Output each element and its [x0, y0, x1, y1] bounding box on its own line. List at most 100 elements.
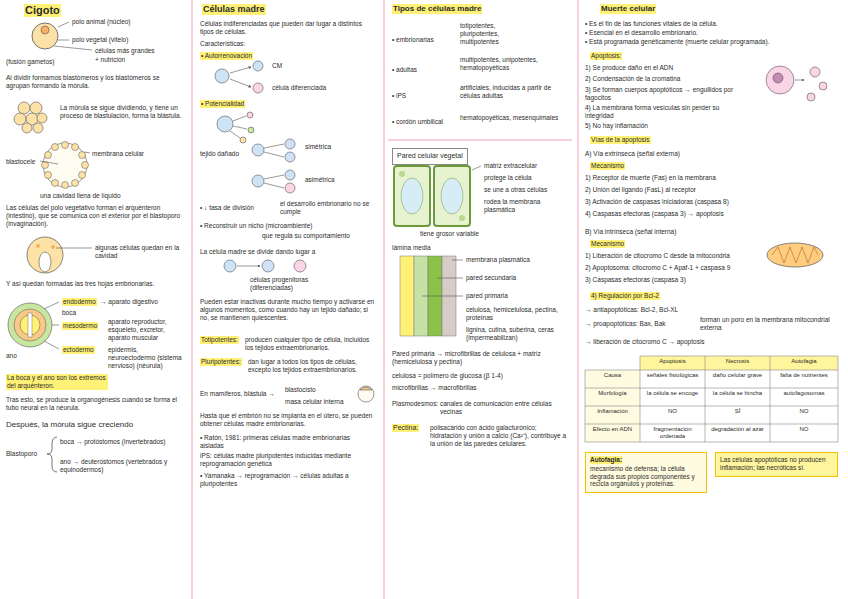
table-cell: la célula se encoge	[642, 390, 703, 397]
highlighted-term: mesodermo	[62, 322, 98, 330]
note-text: celulosa = polímero de glucosa (β 1-4)	[392, 372, 503, 380]
highlighted-term: Pluripotentes:	[200, 358, 242, 366]
note-text: celulosa, hemicelulosa, pectina, proteín…	[466, 306, 566, 322]
table-cell: Causa	[587, 372, 638, 379]
box-body: mecanismo de defensa; la célula degrada …	[590, 465, 702, 488]
note-text: 3) Se forman cuerpos apoptóticos → engul…	[585, 86, 745, 102]
note-text: Pueden estar inactivas durante mucho tie…	[200, 298, 375, 321]
comparison-table-grid	[585, 356, 838, 442]
note-text: iPS: células madre pluripotentes inducid…	[200, 452, 375, 468]
table-cell: Inflamación	[587, 408, 638, 415]
note-text: 1) Receptor de muerte (Fas) en la membra…	[585, 174, 716, 182]
note-text: • Es el fin de las funciones vitales de …	[585, 20, 718, 28]
table-cell: fragmentación ordenada	[642, 426, 703, 440]
note-text: 2) Unión del ligando (FasL) al receptor	[585, 186, 696, 194]
table-cell: SÍ	[707, 408, 768, 415]
highlighted-term: ectodermo	[62, 346, 95, 354]
note-text: membrana plasmática	[466, 256, 530, 264]
note-text: • iPS	[392, 92, 406, 100]
table-cell: degradación al azar	[707, 426, 768, 433]
section-box: Pared celular vegetal	[392, 148, 468, 165]
wall-layers-figure	[400, 256, 463, 336]
division-figure	[252, 139, 295, 193]
note-text: → antiapoptóticas: Bcl-2, Bcl-XL	[585, 306, 678, 314]
table-cell: autofagosomas	[772, 390, 836, 397]
progenitor-figure	[224, 260, 306, 272]
note-text: 1) Liberación de citocromo C desde la mi…	[585, 252, 730, 260]
highlighted-term: endodermo	[62, 298, 97, 306]
section-divider	[388, 139, 572, 141]
note-text: matriz extracelular	[484, 162, 537, 170]
column-divider	[192, 0, 578, 599]
note-text: célula diferenciada	[272, 84, 326, 92]
table-cell: NO	[772, 408, 836, 415]
table-cell: Efecto en ADN	[587, 426, 638, 433]
highlighted-term: Pectina:	[392, 424, 419, 432]
note-text: En mamíferos, blástula →	[200, 390, 275, 398]
table-cell: la célula se hincha	[707, 390, 768, 397]
note-text: Al dividir formamos blastómeros y los bl…	[6, 74, 184, 90]
note-text: Características:	[200, 40, 245, 48]
note-text: pared primaria	[466, 292, 508, 300]
note-text: polo vegetal (vitelo)	[72, 36, 128, 44]
note-text: 4) Caspasas efectoras (caspasa 3) → apop…	[585, 210, 724, 218]
note-text: simétrica	[305, 143, 331, 151]
highlighted-term: Totipotentes:	[200, 336, 239, 344]
note-text: Plasmodesmos:	[392, 400, 438, 408]
note-text: 2) Apoptosoma: citocromo C + Apaf-1 + ca…	[585, 264, 730, 272]
box-heading: Pared celular vegetal	[397, 152, 463, 160]
note-text: tejido dañado	[200, 150, 245, 158]
self-renewal-figure	[215, 61, 263, 93]
note-text: 2) Condensación de la cromatina	[585, 75, 680, 83]
note-text: producen cualquier tipo de célula, inclu…	[245, 336, 375, 352]
highlighted-term: Muerte celular	[600, 4, 656, 14]
note-text: 3) Caspasas efectoras (caspasa 3)	[585, 276, 686, 284]
note-text: Pared primaria → microfibrillas de celul…	[392, 350, 567, 366]
highlighted-term: • Autorrenovación	[200, 52, 253, 60]
note-text: • Esencial en el desarrollo embrionario.	[585, 29, 698, 37]
note-text: Células indiferenciadas que pueden dar l…	[200, 20, 375, 36]
highlighted-term: Células madre	[202, 4, 266, 15]
note-text: Y así quedan formadas las tres hojas emb…	[6, 280, 184, 288]
note-text: • cordón umbilical	[392, 118, 443, 126]
note-text: → aparato digestivo	[100, 298, 158, 306]
note-text: • adultas	[392, 66, 417, 74]
highlighted-term: La boca y el ano son los extremos del ar…	[6, 374, 108, 390]
table-cell: señales fisiológicas	[642, 372, 703, 379]
highlighted-term: 4) Regulación por Bcl-2	[590, 292, 660, 300]
highlighted-term: Mecanismo	[590, 162, 625, 170]
note-box: Autofagia:mecanismo de defensa; la célul…	[585, 452, 707, 493]
gastrula-figure	[27, 237, 92, 273]
table-cell: falta de nutrientes	[772, 372, 836, 379]
highlighted-term: Apoptosis:	[590, 52, 622, 60]
note-text: • Yamanaka → reprogramación → células ad…	[200, 472, 375, 488]
note-text: Tras esto, se produce la organogénesis c…	[6, 396, 184, 412]
note-text: La mórula se sigue dividiendo, y tiene u…	[60, 104, 185, 120]
note-text: • Reconstruir un nicho (microambiente)	[200, 222, 312, 230]
note-text: una cavidad llena de líquido	[40, 192, 121, 200]
note-text: Las células del polo vegetativo forman e…	[6, 204, 184, 227]
note-text: aparato reproductor, esqueleto, excretor…	[108, 318, 186, 341]
highlighted-term: • Potencialidad	[200, 100, 245, 108]
note-text: Blastoporo	[6, 450, 37, 458]
highlighted-term: Tipos de células madre	[392, 4, 482, 14]
note-text: • embrionarias	[392, 36, 434, 44]
highlighted-term: Vías de la apoptosis	[590, 136, 651, 144]
note-text: La célula madre se divide dando lugar a	[200, 248, 315, 256]
note-text: 1) Se produce daño en el ADN	[585, 64, 673, 72]
note-text: lignina, cutina, suberina, ceras (imperm…	[466, 326, 566, 342]
note-text: ano	[6, 352, 17, 360]
table-cell: Morfología	[587, 390, 638, 397]
note-text: CM	[272, 62, 282, 70]
box-heading: Las células apoptóticas no producen infl…	[720, 456, 833, 472]
note-text: boca	[62, 309, 76, 317]
table-cell: daño celular grave	[707, 372, 768, 379]
note-text: 4) La membrana forma vesículas sin perde…	[585, 104, 745, 120]
note-text: Hasta que el embrión no se implanta en e…	[200, 412, 375, 428]
note-text: + nutrición	[95, 56, 125, 64]
table-cell: NO	[772, 426, 836, 433]
note-text: se une a otras células	[484, 186, 547, 194]
note-text: polisacárido con ácido galacturónico; hi…	[430, 424, 568, 447]
note-text: totipotentes, pluripotentes, multipotent…	[460, 22, 520, 45]
